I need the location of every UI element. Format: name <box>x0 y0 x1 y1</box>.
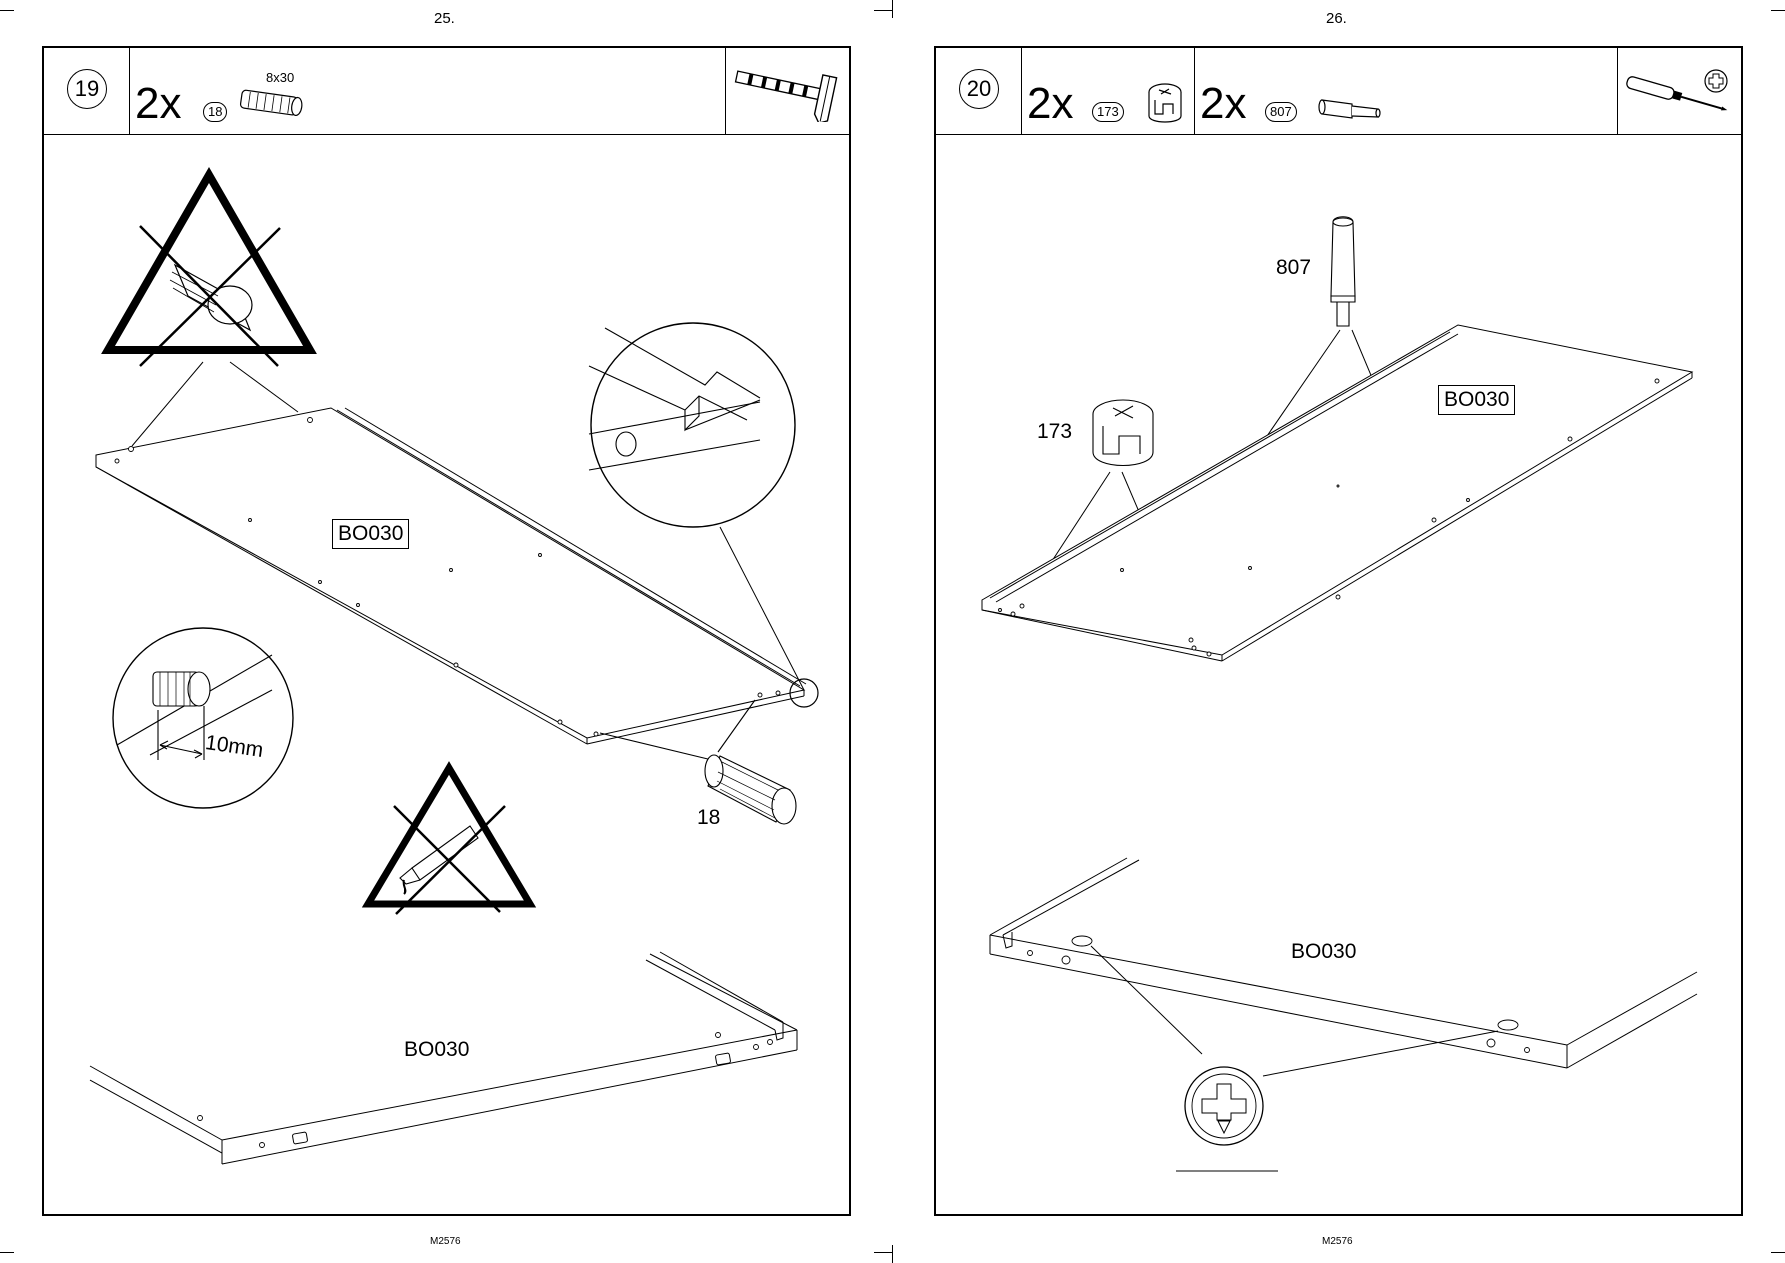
connector-bolt-icon <box>1318 99 1381 119</box>
panel-bo030-drawing <box>981 324 1694 662</box>
panel-edge-detail <box>989 857 1698 1069</box>
parts-cell-173: 2x 173 <box>1021 48 1195 134</box>
step-number-cell: 19 <box>44 48 130 134</box>
cam-lock-173-drawing <box>1092 399 1154 467</box>
crop-mark <box>892 0 893 18</box>
panel-label-bo030-bottom: BO030 <box>1291 940 1357 963</box>
part-label-807: 807 <box>1276 256 1312 279</box>
page-number-right: 26. <box>1326 10 1347 27</box>
tool-cell <box>725 48 851 134</box>
panel-edge-detail <box>89 951 798 1165</box>
part-spec: 8x30 <box>266 70 295 85</box>
panel-label-bo030: BO030 <box>332 519 410 549</box>
cam-lock-top-detail <box>1184 1066 1264 1146</box>
part-id-badge: 807 <box>1265 102 1297 122</box>
panel-label-bo030-bottom: BO030 <box>404 1038 470 1061</box>
no-glue-warning-icon <box>361 761 537 915</box>
part-quantity: 2x <box>1027 79 1074 128</box>
step-20-panel: 20 2x 173 2x 807 <box>934 46 1743 1216</box>
step-19-panel: 19 2x 18 8x30 <box>42 46 851 1216</box>
crop-mark <box>874 10 892 11</box>
dowel-label-18: 18 <box>697 806 721 829</box>
screwdriver-icon <box>1626 69 1728 111</box>
part-quantity: 2x <box>135 79 182 128</box>
connector-bolt-807-drawing <box>1330 216 1356 327</box>
step-header: 20 2x 173 2x 807 <box>936 48 1741 135</box>
crop-mark <box>0 1252 14 1253</box>
part-id-badge: 18 <box>203 102 228 122</box>
dowel-18-drawing <box>599 699 797 825</box>
part-quantity: 2x <box>1200 79 1247 128</box>
crop-mark <box>892 1245 893 1263</box>
part-id-badge: 173 <box>1092 102 1124 122</box>
part-label-173: 173 <box>1037 420 1073 443</box>
panel-bo030-drawing <box>95 407 807 745</box>
step-header: 19 2x 18 8x30 <box>44 48 849 135</box>
parts-cell-807: 2x 807 <box>1194 48 1618 134</box>
crop-mark <box>1771 10 1785 11</box>
footer-code-right: M2576 <box>1322 1236 1353 1247</box>
step-number: 19 <box>67 69 107 109</box>
warning-triangle-icon <box>101 166 317 367</box>
crop-mark <box>1771 1252 1785 1253</box>
panel-label-bo030: BO030 <box>1438 385 1516 415</box>
page-number-left: 25. <box>434 10 455 27</box>
crop-mark <box>874 1252 892 1253</box>
tool-cell <box>1617 48 1743 134</box>
step-number-cell: 20 <box>936 48 1022 134</box>
dowel-icon <box>239 89 303 117</box>
parts-cell: 2x 18 8x30 <box>129 48 726 134</box>
cam-lock-icon <box>1148 83 1182 123</box>
hammer-icon <box>734 70 838 122</box>
footer-code-left: M2576 <box>430 1236 461 1247</box>
step-number: 20 <box>959 69 999 109</box>
dowel-icon <box>292 1052 731 1145</box>
crop-mark <box>0 10 14 11</box>
